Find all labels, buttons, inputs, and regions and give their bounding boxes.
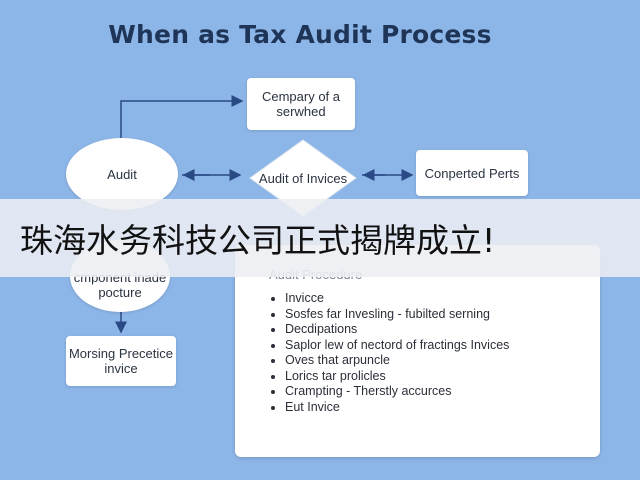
converted-node-label: Conperted Perts xyxy=(424,165,520,181)
audit-node: Audit xyxy=(66,138,178,210)
procedure-item: Eut Invice xyxy=(285,400,605,415)
company-node-label: Cempary of a serwhed xyxy=(261,89,341,119)
procedure-item: Sosfes far Invesling - fubilted serning xyxy=(285,307,605,322)
procedure-item: Lorics tar prolicles xyxy=(285,369,605,384)
company-node: Cempary of a serwhed xyxy=(247,78,355,130)
procedure-item: Decdipations xyxy=(285,322,605,337)
banner-text: 珠海水务科技公司正式揭牌成立! xyxy=(20,221,496,260)
audit-invoices-node: Audit of Invices xyxy=(248,138,358,218)
procedure-item: Saplor lew of nectord of fractings Invic… xyxy=(285,338,605,353)
procedure-list: InvicceSosfes far Invesling - fubilted s… xyxy=(269,291,605,415)
procedure-item: Oves that arpuncle xyxy=(285,353,605,368)
morning-node-label: Morsing Precetice invice xyxy=(68,346,174,376)
procedure-item: Invicce xyxy=(285,291,605,306)
audit-invoices-label: Audit of Invices xyxy=(258,170,348,186)
audit-node-label: Audit xyxy=(107,166,137,182)
morning-node: Morsing Precetice invice xyxy=(66,336,176,386)
diagram-title: When as Tax Audit Process xyxy=(108,20,492,49)
audit-procedure-panel: Audit Procedure InvicceSosfes far Invesl… xyxy=(235,245,600,457)
procedure-item: Crampting - Therstly accurces xyxy=(285,384,605,399)
converted-node: Conperted Perts xyxy=(416,150,528,196)
arrow-audit-to-company xyxy=(120,95,244,140)
headline-banner: 珠海水务科技公司正式揭牌成立! xyxy=(0,199,640,277)
